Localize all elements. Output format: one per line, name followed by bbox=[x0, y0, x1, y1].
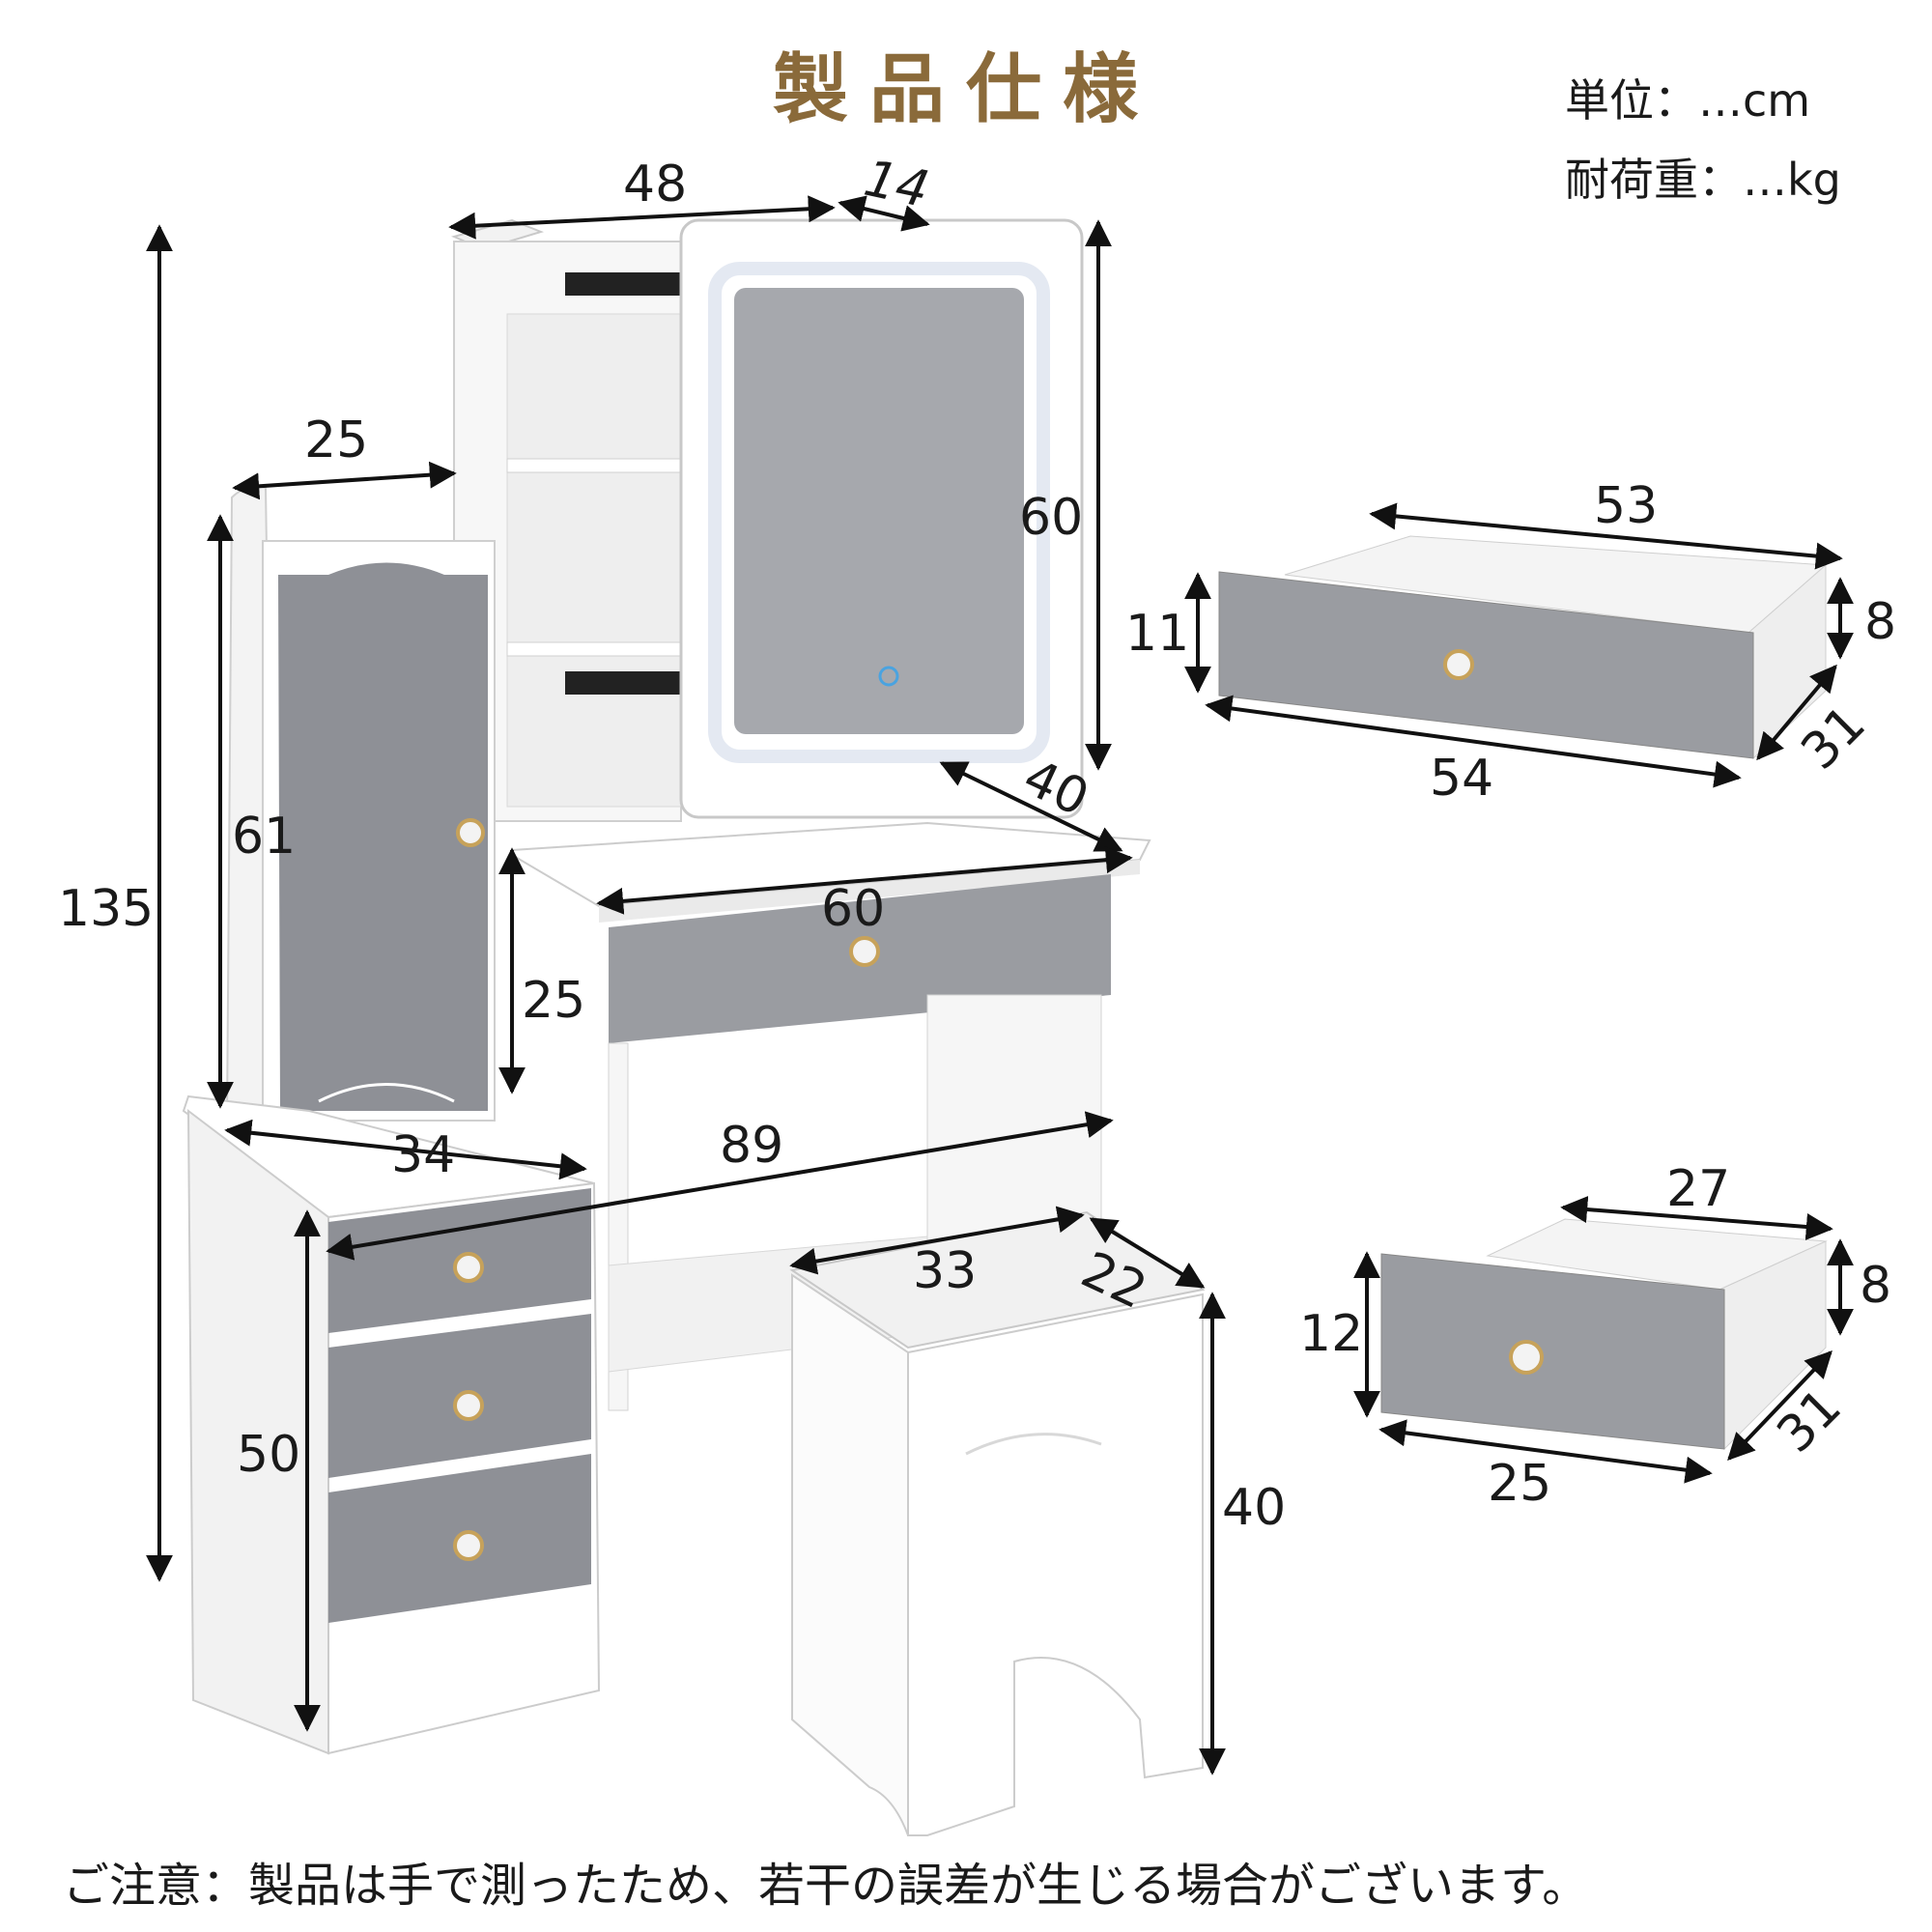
shelf-unit bbox=[451, 218, 682, 822]
door-knob-icon bbox=[456, 818, 485, 847]
dim-drawer-cabinet-height: 50 bbox=[237, 1426, 301, 1484]
dim-side-cabinet-width: 25 bbox=[304, 412, 369, 469]
unit-size-label: 単位：…cm bbox=[1565, 74, 1811, 127]
led-mirror bbox=[679, 218, 1084, 819]
stool bbox=[789, 1210, 1206, 1836]
dim-mirror-height: 60 bbox=[1019, 489, 1084, 547]
small-drawer bbox=[1380, 1218, 1828, 1451]
dim-drawer-cabinet-width: 34 bbox=[391, 1126, 456, 1184]
large-drawer bbox=[1218, 535, 1828, 760]
dim-shelf-width: 48 bbox=[623, 156, 688, 213]
dim-desk-width: 60 bbox=[821, 880, 886, 938]
dim-small-drawer-inner-width: 27 bbox=[1666, 1160, 1731, 1218]
page-title: 製品仕様 bbox=[772, 46, 1159, 133]
dim-side-door-height: 61 bbox=[232, 808, 297, 866]
dim-large-drawer-inner-height: 8 bbox=[1864, 593, 1897, 651]
dim-large-drawer-inner-width: 53 bbox=[1594, 477, 1659, 535]
unit-load-label: 耐荷重：…kg bbox=[1565, 154, 1841, 206]
measurement-note: ご注意：製品は手で測ったため、若干の誤差が生じる場合がございます。 bbox=[63, 1859, 1589, 1913]
dim-large-drawer-width: 54 bbox=[1430, 750, 1494, 808]
drawer-cabinet bbox=[182, 1094, 601, 1755]
touch-sensor-icon bbox=[878, 666, 899, 687]
dim-shelf-depth: 14 bbox=[859, 149, 934, 220]
dim-stool-width: 33 bbox=[913, 1242, 978, 1300]
dim-large-drawer-height: 11 bbox=[1125, 605, 1190, 663]
side-cabinet bbox=[225, 485, 496, 1122]
dim-stool-height: 40 bbox=[1222, 1479, 1287, 1537]
dim-total-height: 135 bbox=[58, 880, 155, 938]
dim-small-drawer-width: 25 bbox=[1488, 1455, 1552, 1513]
slide-rail-bottom bbox=[565, 671, 681, 695]
drawer-knob-icon bbox=[849, 936, 880, 967]
dim-knee-clearance: 25 bbox=[522, 972, 586, 1030]
dimension-lines bbox=[146, 195, 1854, 1776]
slide-rail-top bbox=[565, 272, 681, 296]
dim-total-width: 89 bbox=[720, 1117, 784, 1175]
dim-small-drawer-height: 12 bbox=[1299, 1305, 1364, 1363]
dim-small-drawer-inner-height: 8 bbox=[1860, 1257, 1892, 1315]
